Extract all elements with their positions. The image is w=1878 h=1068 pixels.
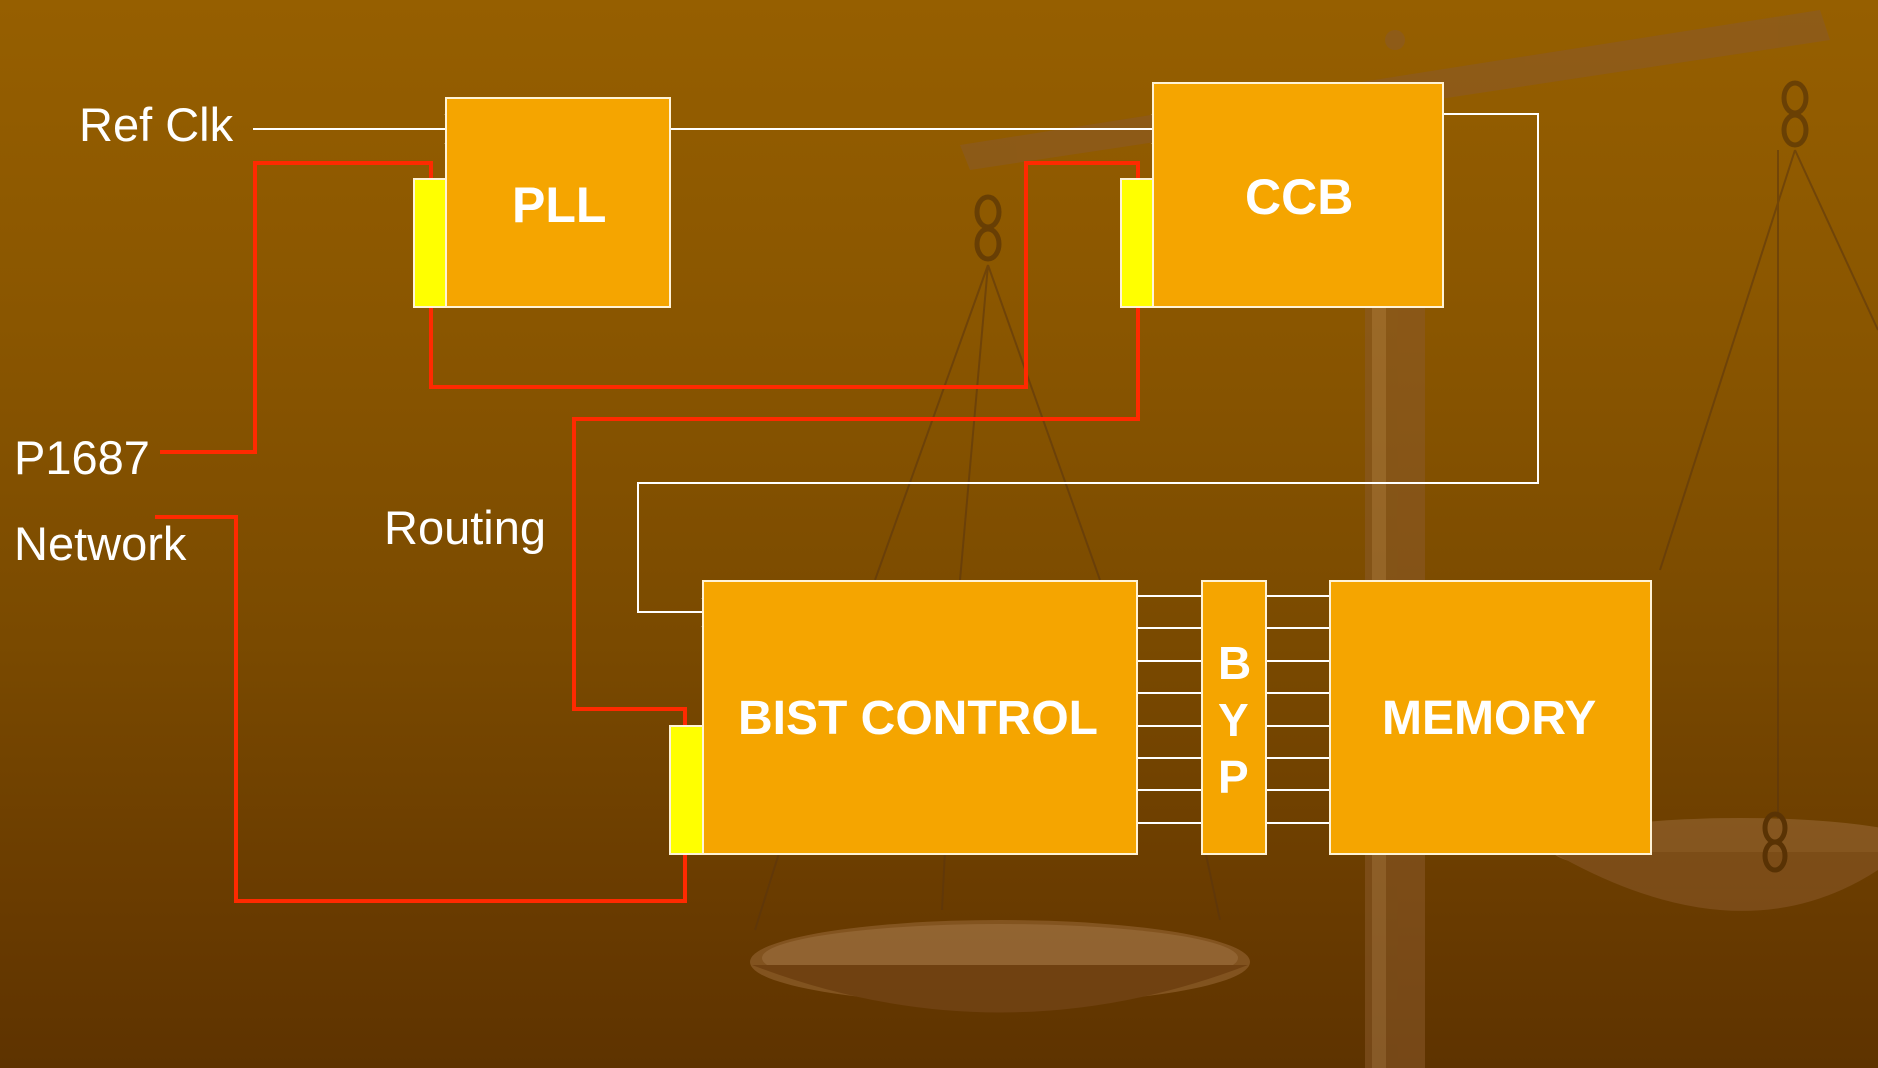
network-label: Network <box>14 517 187 570</box>
ccb-to-bist-wire <box>637 113 1539 613</box>
p1687-network-wires <box>155 161 1140 903</box>
bist-control-label: BIST CONTROL <box>738 692 1098 745</box>
ref-clk-label: Ref Clk <box>79 98 234 151</box>
ccb-scan-port <box>1120 178 1154 308</box>
pll-label: PLL <box>512 177 607 233</box>
memory-label: MEMORY <box>1382 692 1597 745</box>
bypass-letter-y: Y <box>1218 694 1249 746</box>
pll-block <box>445 97 671 308</box>
memory-block <box>1329 580 1652 855</box>
ccb-block <box>1152 82 1444 308</box>
bist-scan-port <box>669 725 704 855</box>
routing-label: Routing <box>384 501 546 554</box>
p1687-label: P1687 <box>14 431 150 484</box>
pll-to-ccb-scan-wire <box>429 161 1140 389</box>
network-return-wire <box>155 515 687 903</box>
data-bus <box>1137 595 1331 824</box>
ccb-label: CCB <box>1245 169 1354 225</box>
pll-scan-port <box>413 178 447 308</box>
bypass-letter-b: B <box>1218 637 1252 689</box>
p1687-in-wire <box>160 161 433 454</box>
bist-control-block <box>702 580 1138 855</box>
bypass-block <box>1201 580 1267 855</box>
bypass-letter-p: P <box>1218 751 1249 803</box>
ccb-to-bist-scan-wire <box>572 307 1140 725</box>
clock-wires <box>253 113 1539 613</box>
